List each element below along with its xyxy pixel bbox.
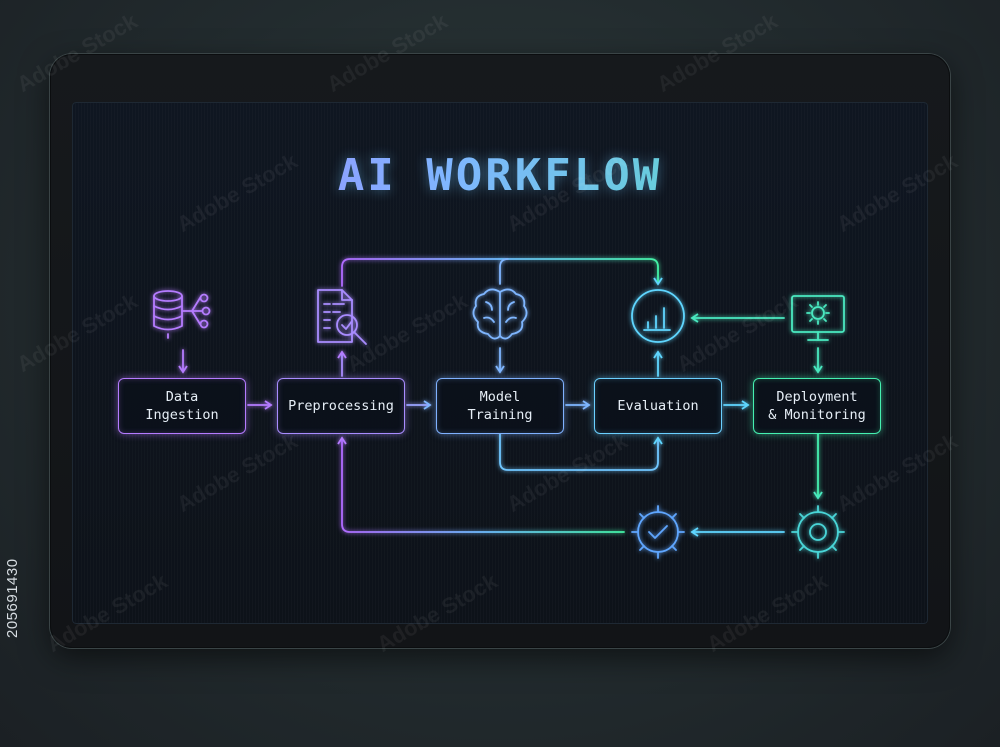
node-label: Model Training <box>467 389 533 423</box>
database-share-icon <box>153 290 211 339</box>
node-label: Data Ingestion <box>145 389 219 423</box>
top-loop-preprocess <box>341 258 663 287</box>
gear-check-icon <box>631 505 685 559</box>
page-title: AI WORKFLOW <box>0 150 1000 201</box>
node-label: Evaluation <box>617 398 699 414</box>
node-data-ingestion: Data Ingestion <box>118 378 246 434</box>
node-deployment-monitoring: Deployment & Monitoring <box>753 378 881 434</box>
chart-circle-icon <box>631 289 685 343</box>
brain-icon <box>472 288 528 340</box>
loop-training-evaluation <box>499 433 663 471</box>
top-loop-brain <box>499 258 509 285</box>
monitor-gear-icon <box>791 295 845 341</box>
node-model-training: Model Training <box>436 378 564 434</box>
node-label: Preprocessing <box>288 398 394 414</box>
gear-icon <box>791 505 845 559</box>
loop-retrain-preprocess <box>337 436 625 533</box>
stock-id: 205691430 <box>4 558 21 638</box>
node-evaluation: Evaluation <box>594 378 722 434</box>
node-label: Deployment & Monitoring <box>768 389 866 423</box>
node-preprocessing: Preprocessing <box>277 378 405 434</box>
document-search-icon <box>317 289 367 345</box>
